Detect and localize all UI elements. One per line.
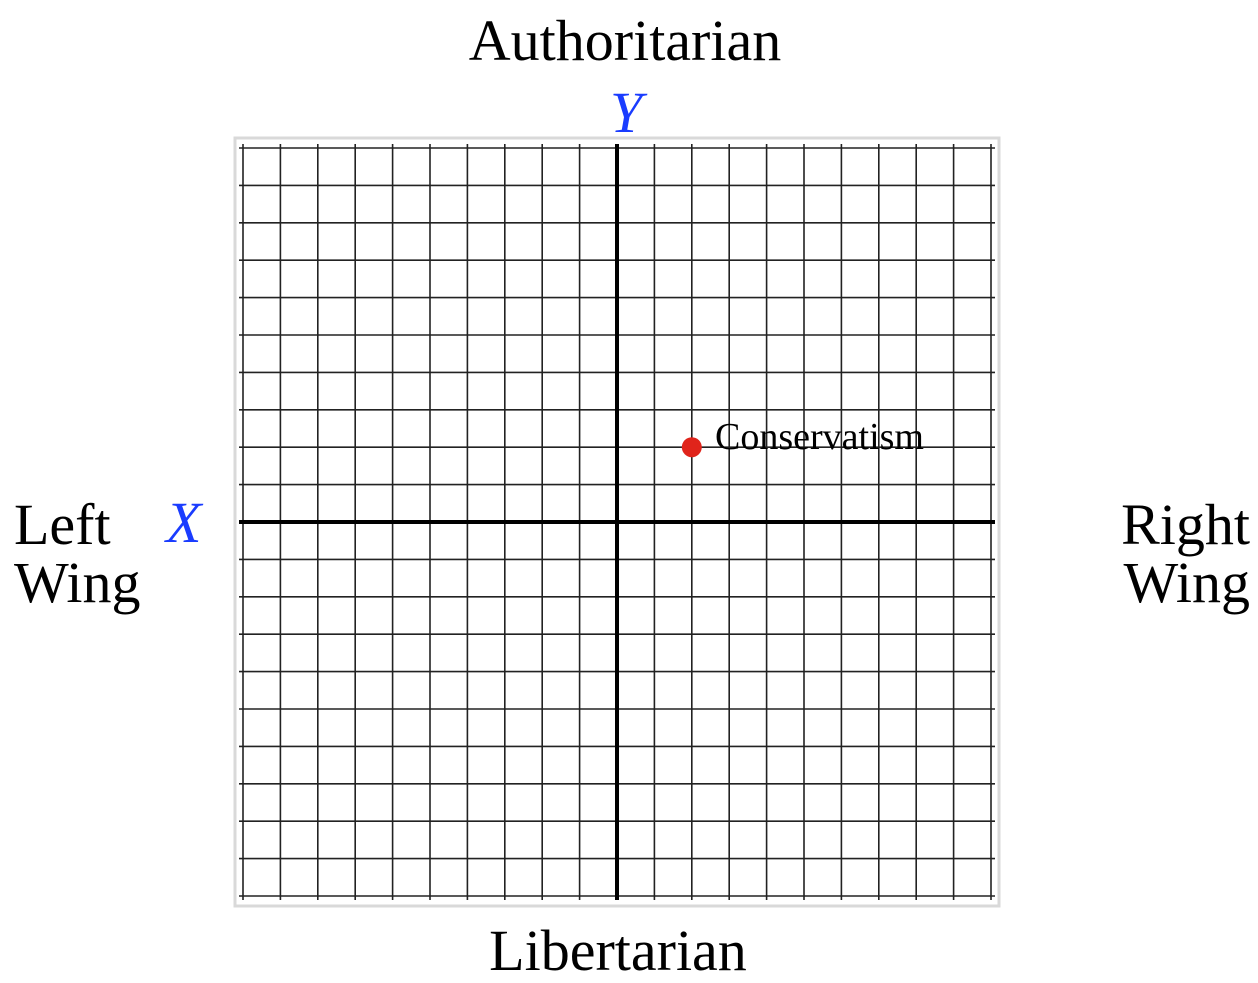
conservatism-point [681, 437, 702, 458]
authoritarian-label: Authoritarian [468, 8, 782, 73]
left-wing-label-line2: Wing [14, 550, 141, 615]
plot-points [681, 437, 702, 458]
right-wing-label: Right Wing [1121, 496, 1250, 612]
conservatism-point-label: Conservatism [715, 416, 924, 458]
left-wing-label-line1: Left [14, 492, 111, 557]
right-wing-label-line1: Right [1121, 492, 1250, 557]
left-wing-label: Left Wing [14, 496, 141, 612]
libertarian-label: Libertarian [489, 918, 747, 983]
right-wing-label-line2: Wing [1123, 550, 1250, 615]
y-axis-letter: Y [610, 80, 643, 145]
x-axis-letter: X [166, 490, 202, 555]
